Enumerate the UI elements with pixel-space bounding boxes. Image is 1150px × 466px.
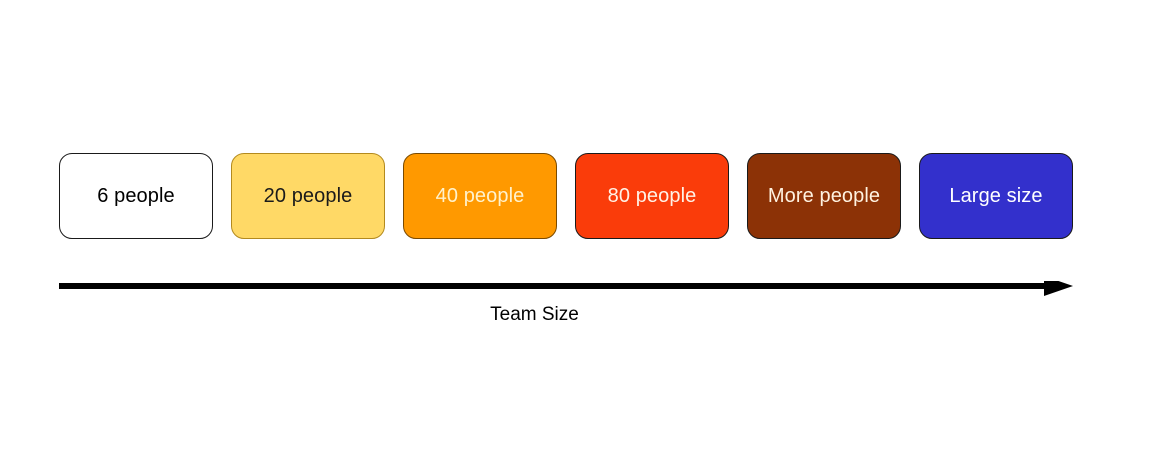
stage-box-5[interactable]: More people [747, 153, 901, 239]
stage-label-2: 20 people [263, 185, 353, 207]
stage-label-4: 80 people [607, 185, 697, 207]
stage-box-4[interactable]: 80 people [575, 153, 729, 239]
stage-sequence: 6 people 20 people 40 people 80 people M… [59, 153, 1073, 239]
arrow-axis-icon [59, 281, 1073, 296]
stage-box-3[interactable]: 40 people [403, 153, 557, 239]
stage-box-2[interactable]: 20 people [231, 153, 385, 239]
stage-box-6[interactable]: Large size [919, 153, 1073, 239]
stage-label-1: 6 people [97, 185, 175, 207]
stage-box-1[interactable]: 6 people [59, 153, 213, 239]
stage-label-3: 40 people [435, 185, 525, 207]
stage-label-5: More people [767, 185, 881, 207]
axis-title: Team Size [490, 304, 579, 325]
stage-label-6: Large size [949, 185, 1043, 207]
